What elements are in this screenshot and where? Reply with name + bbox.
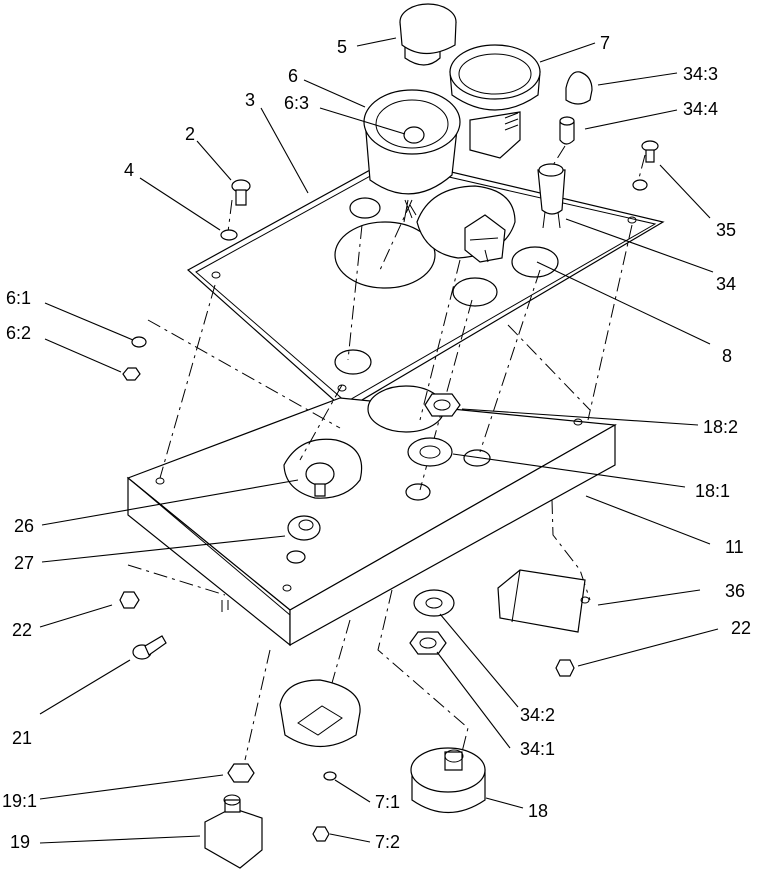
- callout-2: 2: [185, 124, 195, 144]
- callout-34-4: 34:4: [683, 99, 718, 119]
- screw-35: [632, 140, 659, 191]
- rotary-switch: [410, 747, 486, 814]
- callout-26: 26: [14, 516, 34, 536]
- callout-27: 27: [14, 553, 34, 573]
- indicator-bulb: [559, 116, 575, 145]
- callout-6-2: 6:2: [6, 323, 31, 343]
- callout-36: 36: [725, 581, 745, 601]
- callout-7-2: 7:2: [375, 832, 400, 852]
- callout-11: 11: [725, 537, 744, 557]
- nut-22-right: [555, 659, 575, 677]
- nut-18-2: [424, 393, 461, 417]
- callout-6: 6: [288, 66, 298, 86]
- screw-21: [132, 635, 167, 660]
- callout-8: 8: [722, 346, 732, 366]
- knob-19: [204, 794, 263, 869]
- callout-34-3: 34:3: [683, 64, 718, 84]
- callout-6-3: 6:3: [284, 93, 309, 113]
- callout-18: 18: [528, 801, 548, 821]
- connector: [497, 569, 590, 633]
- washer-4: [220, 229, 238, 241]
- leader-lines: [39, 37, 719, 844]
- indicator-socket: [537, 163, 566, 229]
- gauge-bracket: [279, 679, 361, 747]
- push-button: [305, 462, 335, 497]
- screw-2: [231, 179, 251, 206]
- nut-19-1: [227, 763, 255, 783]
- lockwasher-7-1: [323, 771, 337, 781]
- callout-labels: 5 7 6 34:3 3 6:3 34:4 2 4 35 34 6:1 6:2 …: [2, 33, 751, 852]
- callout-18-2: 18:2: [703, 417, 738, 437]
- callout-18-1: 18:1: [695, 481, 730, 501]
- callout-34: 34: [716, 274, 736, 294]
- callout-34-2: 34:2: [520, 705, 555, 725]
- nut-7-2: [312, 826, 330, 842]
- nut-34-1: [409, 631, 447, 655]
- star-washer-34-2: [413, 589, 455, 617]
- callout-22-right: 22: [731, 618, 751, 638]
- callout-3: 3: [245, 90, 255, 110]
- callout-7: 7: [600, 33, 610, 53]
- callout-22-left: 22: [12, 620, 32, 640]
- indicator-lens: [565, 71, 593, 105]
- key-switch: [464, 214, 506, 263]
- nut-6-2: [122, 367, 141, 381]
- hour-meter: [363, 89, 461, 223]
- callout-5: 5: [337, 37, 347, 57]
- star-washer-18-1: [407, 437, 453, 467]
- knob-cap: [399, 3, 457, 66]
- callout-6-1: 6:1: [6, 288, 31, 308]
- callout-35: 35: [716, 220, 736, 240]
- button-nut: [287, 515, 321, 541]
- callout-19-1: 19:1: [2, 791, 37, 811]
- assembly-lines: [127, 145, 646, 761]
- callout-34-1: 34:1: [520, 739, 555, 759]
- nut-22-left: [119, 591, 140, 609]
- lockwasher-6-1: [131, 336, 147, 348]
- callout-19: 19: [10, 832, 30, 852]
- callout-21: 21: [12, 728, 32, 748]
- callout-7-1: 7:1: [375, 792, 400, 812]
- mounting-plate: [186, 157, 665, 411]
- callout-4: 4: [124, 160, 134, 180]
- gauge: [449, 44, 541, 159]
